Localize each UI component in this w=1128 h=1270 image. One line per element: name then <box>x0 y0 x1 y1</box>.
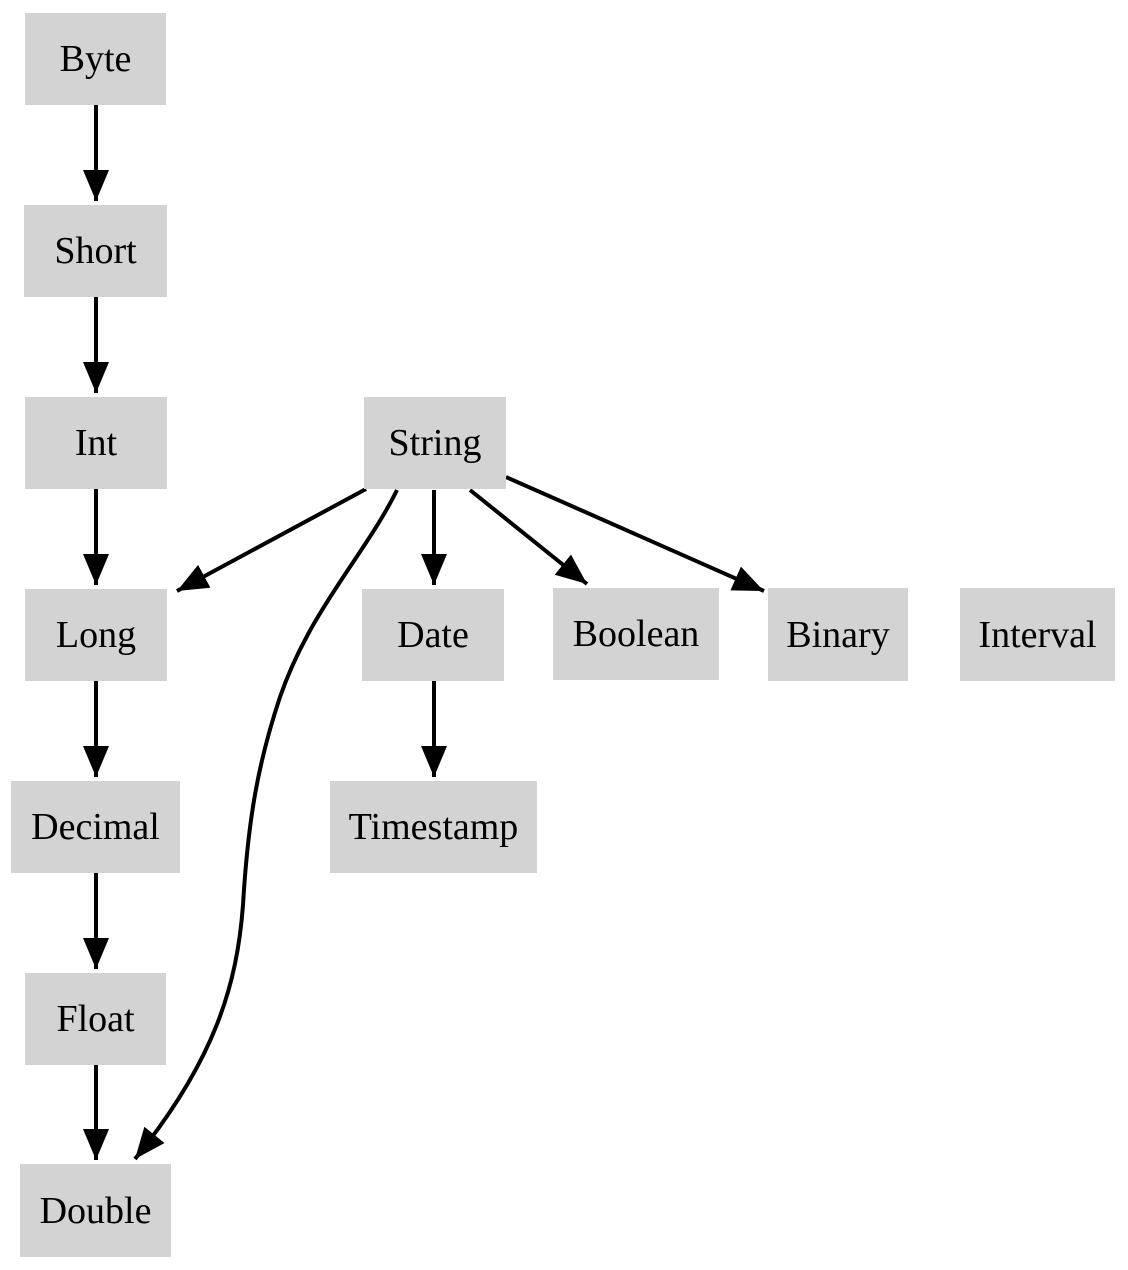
node-timestamp-label: Timestamp <box>348 806 519 848</box>
node-timestamp: Timestamp <box>330 781 537 873</box>
node-binary-label: Binary <box>786 613 890 656</box>
node-float: Float <box>25 973 166 1065</box>
node-boolean: Boolean <box>553 588 719 680</box>
node-string: String <box>364 397 506 489</box>
node-decimal-label: Decimal <box>31 806 160 848</box>
node-int: Int <box>25 397 167 489</box>
node-interval-label: Interval <box>978 613 1097 656</box>
node-date: Date <box>362 589 504 681</box>
node-date-label: Date <box>397 614 469 656</box>
node-byte: Byte <box>25 13 166 105</box>
node-double: Double <box>20 1164 171 1257</box>
node-string-label: String <box>388 422 482 464</box>
node-short: Short <box>24 205 167 297</box>
node-long: Long <box>25 589 167 681</box>
node-decimal: Decimal <box>11 781 180 873</box>
node-double-label: Double <box>39 1189 152 1232</box>
node-interval: Interval <box>960 588 1115 681</box>
edge-string-double <box>133 489 399 1161</box>
node-int-label: Int <box>74 422 118 464</box>
node-byte-label: Byte <box>59 38 132 80</box>
node-binary: Binary <box>768 588 908 681</box>
node-long-label: Long <box>55 614 137 656</box>
node-float-label: Float <box>56 998 135 1040</box>
node-boolean-label: Boolean <box>572 613 700 655</box>
node-short-label: Short <box>54 230 137 272</box>
edge-string-long <box>176 487 367 593</box>
edge-string-boolean <box>468 488 589 586</box>
edge-string-binary <box>505 475 765 593</box>
